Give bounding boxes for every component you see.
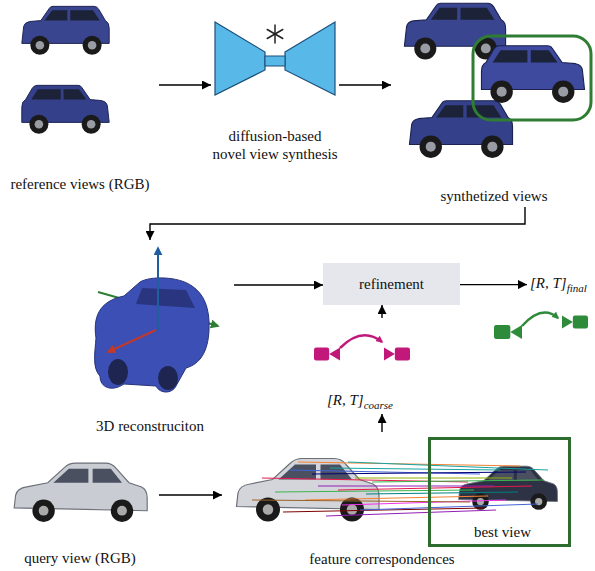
text-holder: synthetized views — [391, 187, 595, 205]
final-camera-icons — [494, 325, 522, 339]
match-lines — [326, 510, 496, 516]
text-holder: 3D reconstruciton — [66, 417, 234, 435]
coarse-camera-icons — [384, 348, 410, 361]
pose-label-node: [R, T]coarse — [306, 318, 414, 414]
flow-arrow — [339, 84, 391, 85]
image-panel: 3D reconstruciton — [66, 240, 234, 437]
match-lines — [360, 504, 538, 510]
axis-line — [157, 248, 159, 330]
caption-text: synthetized views — [391, 187, 595, 205]
text-holder: query view (RGB) — [1, 549, 159, 567]
reference-car-images — [22, 85, 109, 133]
image-panel: synthetized views — [391, 0, 595, 207]
snowflake-icon — [267, 25, 283, 43]
flow-arrow — [460, 284, 527, 285]
reference-car-images — [22, 6, 109, 54]
correspondence-figure — [237, 459, 558, 522]
caption-text: [R, T] — [327, 392, 364, 408]
pose-label-node: [R, T]final — [527, 272, 590, 297]
flow-arrow — [159, 84, 211, 85]
match-lines — [348, 462, 548, 470]
coarse-camera-icons — [314, 348, 340, 361]
match-lines — [252, 462, 548, 516]
match-lines — [275, 490, 474, 492]
caption-text: 3D reconstruciton — [66, 417, 234, 435]
diffusion-network-icon — [215, 22, 335, 95]
snowflake-icon — [267, 30, 283, 39]
text-holder: refinement — [359, 275, 424, 293]
mesh-wheel — [158, 366, 178, 390]
match-lines — [338, 486, 532, 490]
synthetized-car-images — [409, 101, 512, 158]
synthetized-car-images — [404, 3, 591, 158]
caption-text: diffusion-based novel view synthesis — [211, 127, 339, 163]
diffusion-network-icon — [265, 56, 285, 66]
subscript-text: coarse — [364, 399, 393, 411]
highlight-box: best view — [428, 437, 571, 547]
match-lines — [330, 468, 500, 470]
flow-arrow — [381, 414, 382, 432]
synthetized-car-images — [481, 46, 584, 103]
query-car-image — [14, 463, 147, 522]
text-holder: best view — [431, 523, 574, 541]
text-holder: [R, T]coarse — [306, 391, 414, 412]
reference-car-images — [22, 85, 109, 133]
text-holder: diffusion-based novel view synthesis — [211, 127, 339, 163]
mesh-car — [95, 278, 209, 392]
final-camera-icons — [562, 316, 588, 329]
match-lines — [355, 478, 512, 479]
synthetized-car-images — [481, 46, 584, 103]
flow-arrow — [150, 207, 525, 240]
match-lines — [372, 480, 544, 482]
match-lines — [305, 496, 488, 500]
coarse-camera-icons — [314, 335, 410, 360]
match-lines — [366, 492, 518, 494]
diffusion-network-icon — [215, 22, 265, 95]
synthetized-car-images — [404, 3, 505, 59]
final-camera-icons — [522, 313, 558, 326]
model-icon-panel: diffusion-based novel view synthesis — [211, 15, 339, 165]
image-panel: query view (RGB) — [1, 440, 159, 569]
final-camera-icons — [494, 313, 588, 339]
diffusion-network-icon — [285, 22, 335, 95]
process-box: refinement — [323, 263, 460, 305]
mesh-window — [136, 288, 195, 308]
mesh-wheel — [108, 359, 128, 385]
snowflake-icon — [267, 30, 283, 39]
text-holder: reference views (RGB) — [1, 175, 159, 193]
query-car-image — [14, 463, 147, 522]
caption-text: best view — [431, 523, 574, 541]
image-panel: reference views (RGB) — [1, 0, 159, 195]
match-lines — [312, 472, 526, 474]
coarse-camera-icons — [384, 348, 410, 361]
flow-arrow — [381, 305, 382, 318]
match-lines — [252, 500, 470, 502]
caption-text: reference views (RGB) — [1, 175, 159, 193]
caption-text: refinement — [359, 276, 424, 292]
reference-car-images — [22, 6, 109, 133]
caption-text: [R, T] — [530, 275, 567, 291]
reference-car-images — [22, 6, 109, 54]
image-panel: feature correspondencesbest view — [222, 432, 593, 569]
final-camera-icons — [562, 316, 588, 329]
subscript-text: final — [567, 282, 587, 294]
text-holder: feature correspondences — [218, 550, 546, 568]
axis-line — [108, 330, 156, 352]
selected-view-outline — [473, 36, 591, 120]
flow-arrow — [234, 284, 323, 285]
caption-text: query view (RGB) — [1, 549, 159, 567]
coarse-camera-icons — [340, 335, 382, 348]
flow-arrow — [159, 494, 222, 495]
match-lines — [318, 486, 494, 487]
text-holder: [R, T]final — [530, 274, 587, 295]
reconstruction-figure — [95, 248, 218, 392]
caption-text: feature correspondences — [218, 550, 546, 568]
